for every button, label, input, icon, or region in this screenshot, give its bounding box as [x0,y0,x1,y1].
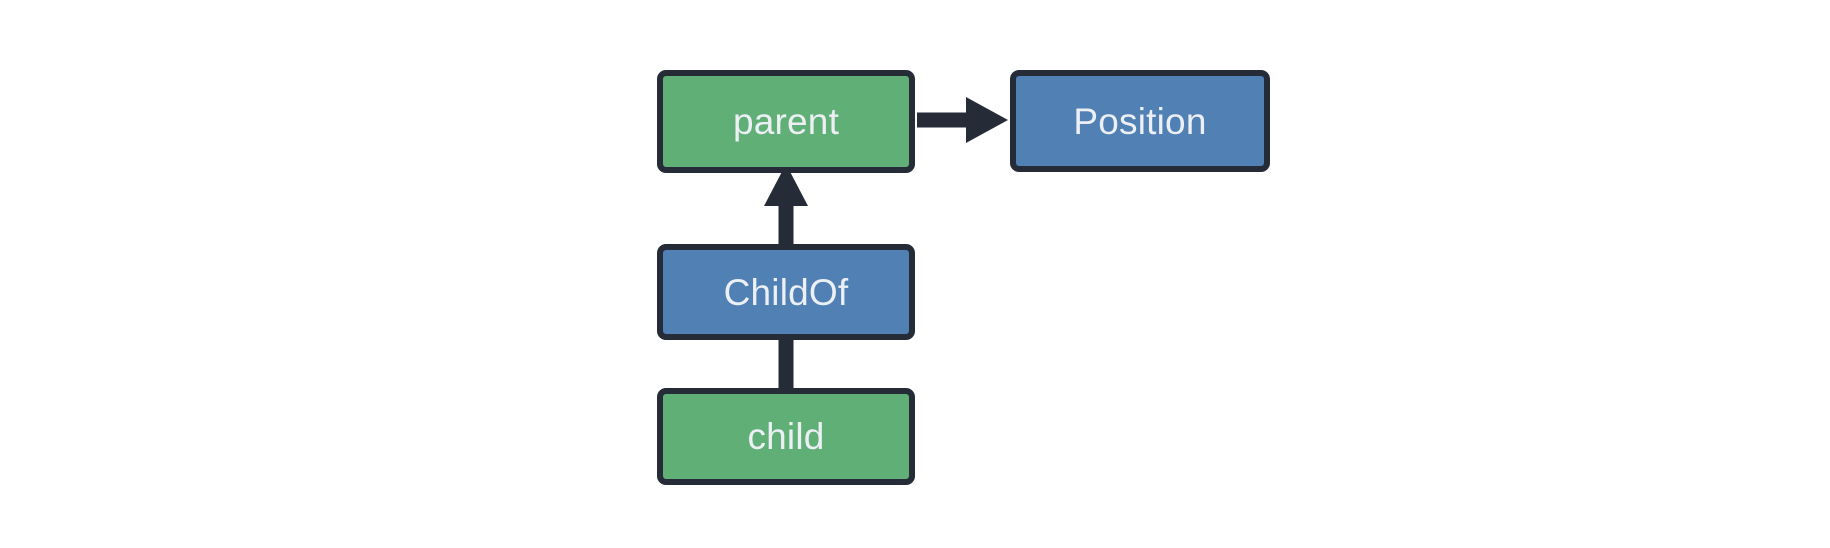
node-position-label: Position [1073,100,1207,142]
edge-parent-to-position [917,97,1008,143]
node-parent[interactable]: parent [657,70,915,173]
edge-childof-to-parent [764,164,808,246]
node-childof[interactable]: ChildOf [657,244,915,340]
node-child-label: child [747,416,825,457]
node-childof-label: ChildOf [723,271,849,313]
node-parent-label: parent [732,101,840,142]
arrowhead-up-icon [764,164,808,206]
node-position[interactable]: Position [1010,70,1270,172]
arrowhead-right-icon [966,97,1008,143]
node-child[interactable]: child [657,388,915,485]
